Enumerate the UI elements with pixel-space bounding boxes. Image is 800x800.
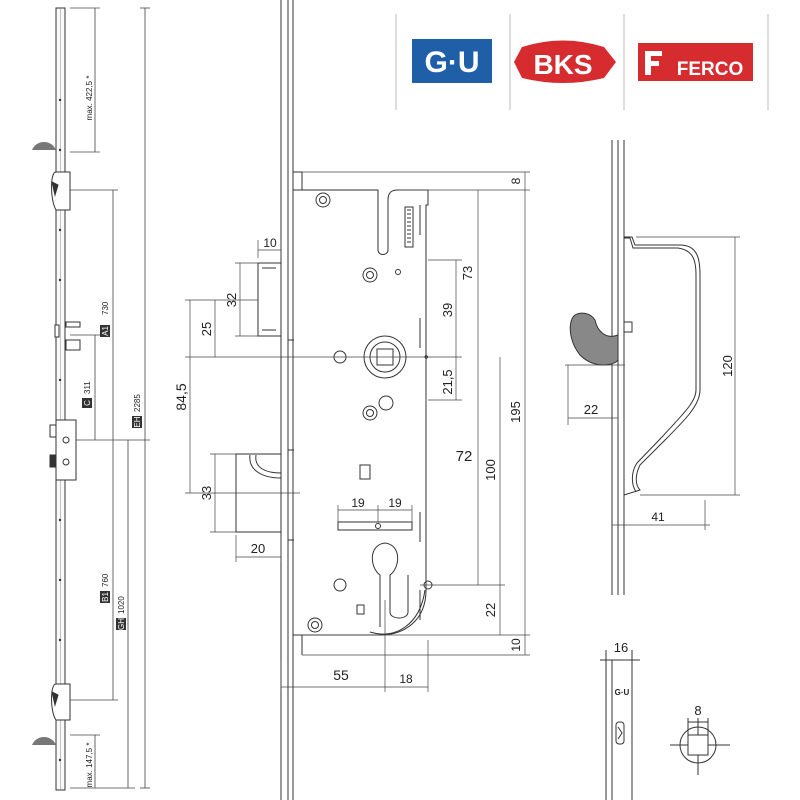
dim-22: 22	[483, 603, 498, 617]
max-bottom-label: max. 147,5 *	[85, 743, 94, 788]
c-tag: C	[83, 400, 92, 406]
lock-dimensions	[185, 171, 530, 692]
dim-16: 16	[614, 640, 628, 655]
dim-19-right: 19	[388, 496, 402, 510]
dim-32: 32	[224, 293, 239, 307]
lock-labels: 10 32 25 84,5 33 20 19 19 8 73 39 21,5 7…	[173, 177, 523, 686]
dim-39: 39	[440, 303, 455, 317]
dim-8: 8	[509, 177, 523, 184]
brand-logos: G·U BKS FERCO	[395, 14, 769, 110]
hook-dimensions	[565, 236, 740, 530]
dim-72: 72	[456, 448, 473, 465]
dim-120: 120	[720, 355, 735, 377]
dim-20: 20	[251, 541, 265, 556]
a1-tag: A1	[101, 326, 110, 336]
spindle-section	[670, 718, 730, 775]
gu-logo-text: G·U	[425, 46, 480, 79]
eh-tag: EH	[133, 416, 142, 427]
hook-bolt	[569, 140, 701, 595]
dim-25: 25	[199, 322, 214, 336]
a1-value: 730	[101, 301, 110, 315]
b1-tag: B1	[101, 592, 110, 602]
faceplate-labels: 16 G·U	[614, 640, 630, 697]
ferco-logo: FERCO	[638, 43, 753, 81]
multipoint-strip	[32, 7, 81, 791]
b1-value: 760	[101, 573, 110, 587]
dim-33: 33	[199, 486, 214, 500]
dim-22-hook: 22	[584, 402, 598, 417]
dim-41: 41	[651, 510, 665, 524]
hook-labels: 120 22 41	[584, 355, 735, 524]
faceplate-logo: G·U	[615, 688, 630, 697]
dim-73: 73	[460, 266, 475, 280]
bks-logo-text: BKS	[533, 49, 592, 80]
ferco-logo-text: FERCO	[677, 59, 744, 80]
dim-10-top: 10	[263, 236, 277, 250]
dim-21-5: 21,5	[440, 369, 455, 394]
gh-value: 1020	[117, 596, 126, 614]
dim-195: 195	[508, 401, 523, 423]
faceplate-end	[600, 650, 640, 800]
c-value: 311	[83, 381, 92, 394]
lock-body	[235, 0, 433, 800]
strip-dimensions	[70, 7, 150, 789]
saw-blade-top	[32, 142, 56, 150]
bks-logo: BKS	[514, 40, 616, 83]
dim-18: 18	[399, 672, 413, 686]
saw-blade-bottom	[32, 737, 56, 745]
dim-19-left: 19	[351, 496, 365, 510]
dim-84-5: 84,5	[173, 383, 189, 410]
dim-10-bottom: 10	[509, 638, 523, 652]
eh-value: 2285	[133, 394, 142, 412]
dim-55: 55	[333, 667, 349, 683]
gh-tag: GH	[117, 618, 126, 630]
gu-logo: G·U	[412, 39, 492, 83]
max-top-label: max. 422,5 *	[85, 76, 94, 121]
strip-labels: max. 422,5 * A1 730 C 311 EH 2285 B1 760…	[82, 76, 142, 788]
dim-8-spindle: 8	[694, 703, 701, 718]
dim-100: 100	[483, 459, 498, 481]
